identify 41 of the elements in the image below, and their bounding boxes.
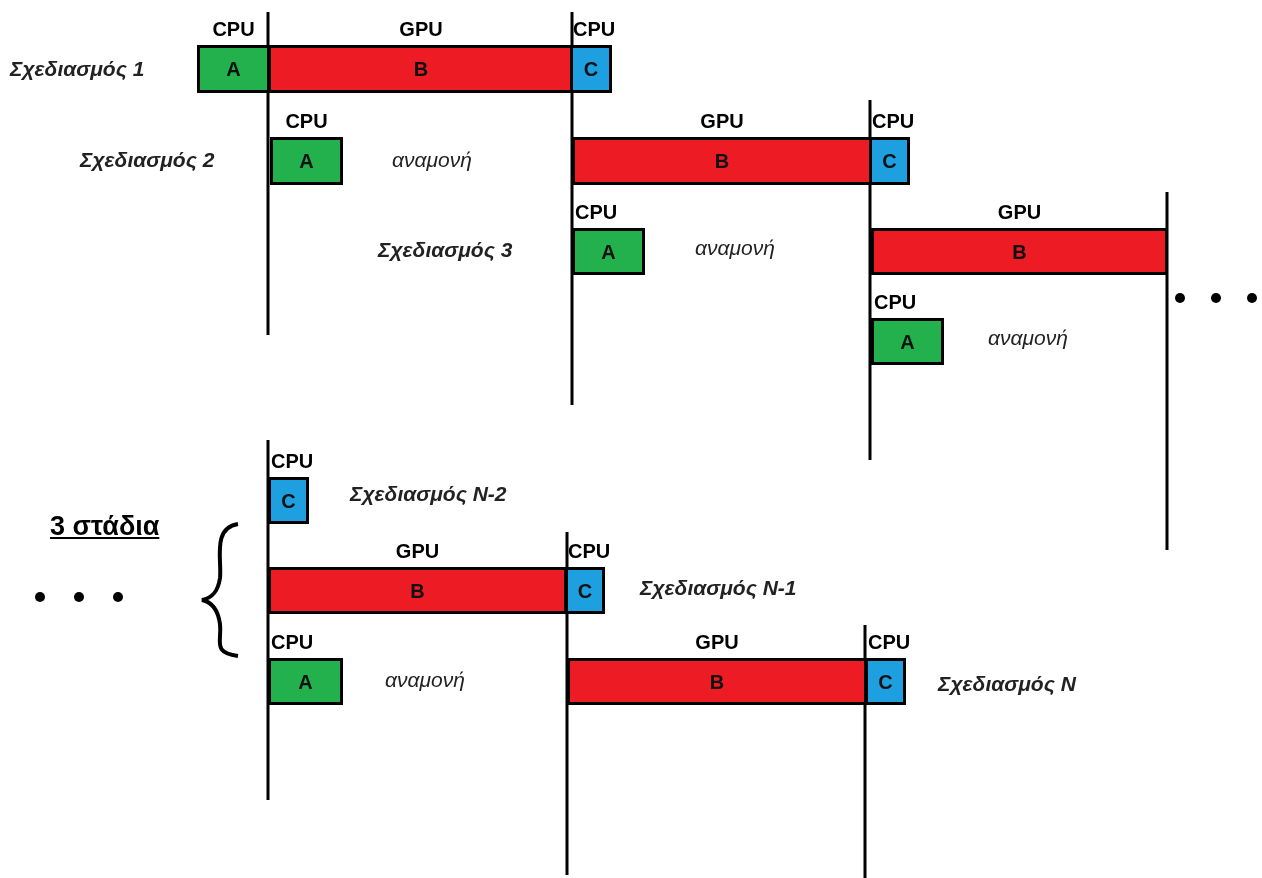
processor-label: CPU <box>285 111 328 131</box>
processor-label: CPU <box>575 202 618 222</box>
processor-label: GPU <box>395 541 440 561</box>
row-label: Σχεδιασμός N <box>938 672 1076 696</box>
processor-label: CPU <box>271 451 314 471</box>
waiting-note: αναμονή <box>392 148 472 172</box>
row-label: Σχεδιασμός N-2 <box>350 482 507 506</box>
stage-letter: A <box>298 671 313 692</box>
stage-letter: B <box>1012 241 1027 262</box>
stage-letter: A <box>299 151 314 171</box>
processor-label: CPU <box>212 19 255 39</box>
stage-letter: A <box>900 331 915 352</box>
stage-letter: C <box>583 59 599 79</box>
processor-label: CPU <box>868 632 911 652</box>
processor-label: GPU <box>997 202 1042 222</box>
stage-letter: C <box>281 490 296 511</box>
processor-label: GPU <box>695 632 739 652</box>
processor-label: GPU <box>399 19 443 39</box>
stage-letter: C <box>878 671 893 692</box>
stage-letter: B <box>714 151 730 171</box>
waiting-note: αναμονή <box>385 668 465 692</box>
stage-letter: B <box>709 671 725 692</box>
stage-letter: C <box>577 580 593 601</box>
processor-label: CPU <box>573 19 616 39</box>
processor-label: CPU <box>872 111 915 131</box>
waiting-note: αναμονή <box>695 236 775 260</box>
processor-label: GPU <box>700 111 744 131</box>
stage-letter: A <box>601 241 616 262</box>
processor-label: CPU <box>874 292 917 312</box>
processor-label: CPU <box>271 632 314 652</box>
waiting-note: αναμονή <box>988 326 1068 350</box>
stage-letter: A <box>226 59 241 79</box>
stage-count-heading: 3 στάδια <box>50 512 160 542</box>
processor-label: CPU <box>568 541 611 561</box>
stage-letter: C <box>882 151 897 171</box>
stage-letter: B <box>413 59 429 79</box>
row-label: Σχεδιασμός 1 <box>10 57 145 81</box>
row-label: Σχεδιασμός N-1 <box>640 576 797 600</box>
stage-letter: B <box>410 580 425 601</box>
row-label: Σχεδιασμός 3 <box>378 238 513 262</box>
row-label: Σχεδιασμός 2 <box>80 148 215 172</box>
